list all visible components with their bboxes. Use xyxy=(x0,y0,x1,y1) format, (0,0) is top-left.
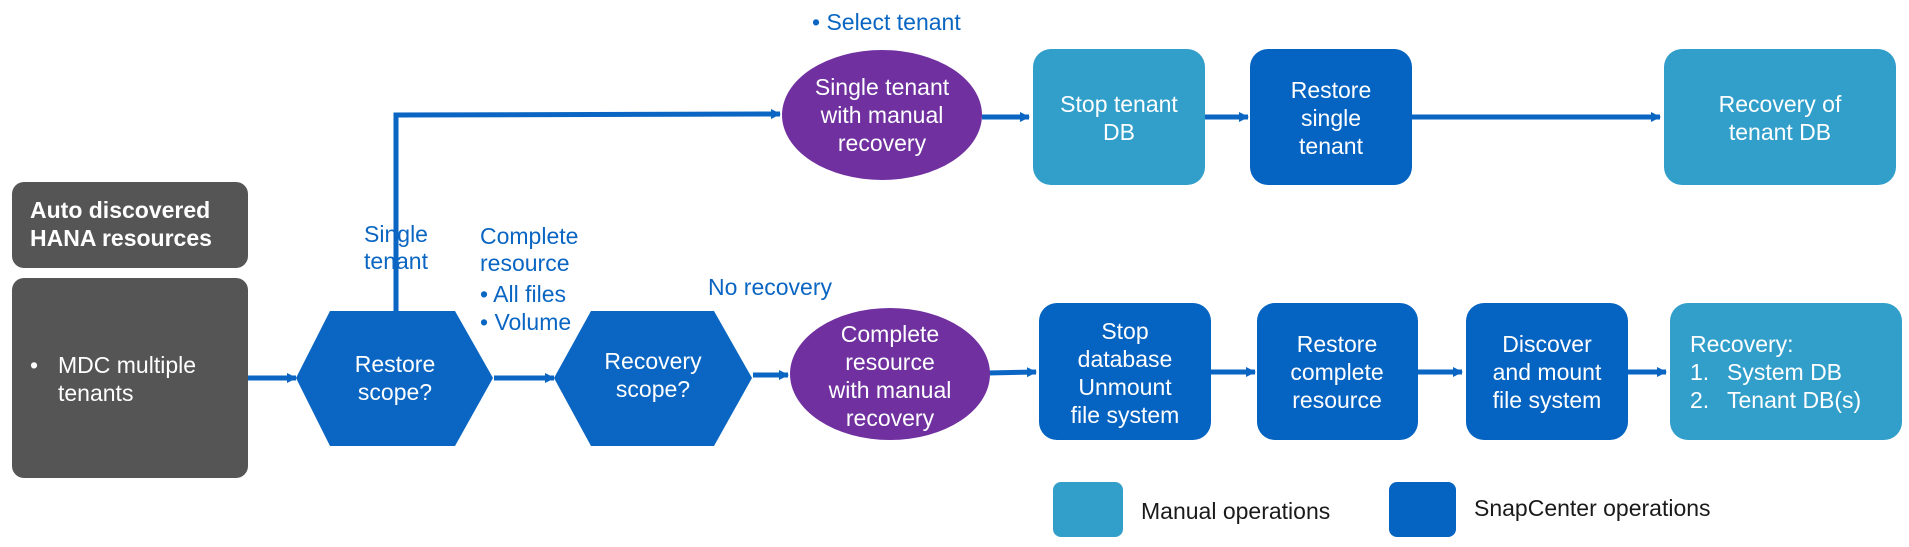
recovery-item-1-text: System DB xyxy=(1727,359,1842,385)
annotation-single-tenant-line-1: Single xyxy=(364,221,428,247)
restore-complete-line-3: resource xyxy=(1292,387,1381,413)
annotation-single-tenant-line-2: tenant xyxy=(364,248,429,274)
legend-manual-label: Manual operations xyxy=(1141,498,1330,524)
connector-restore-scope-to-single-tenant xyxy=(393,109,781,311)
stop-tenant-line-1: Stop tenant xyxy=(1060,91,1178,117)
source-detail-box: • MDC multiple tenants xyxy=(12,278,248,478)
restore-scope-decision: Restore scope? xyxy=(296,311,493,446)
complete-oval-line-2: resource xyxy=(845,349,934,375)
annotation-complete-resource-line-1: Complete xyxy=(480,223,578,249)
discover-and-mount-box: Discover and mount file system xyxy=(1466,303,1628,440)
recovery-scope-decision: Recovery scope? xyxy=(554,311,752,446)
discover-mount-line-1: Discover xyxy=(1502,331,1592,357)
single-tenant-oval-line-1: Single tenant xyxy=(815,74,950,100)
complete-oval-line-4: recovery xyxy=(846,405,935,431)
restore-single-line-1: Restore xyxy=(1291,77,1372,103)
recovery-tenant-line-2: tenant DB xyxy=(1729,119,1831,145)
source-title-line-1: Auto discovered xyxy=(30,197,210,223)
complete-resource-recovery-oval: Complete resource with manual recovery xyxy=(790,308,990,440)
source-body-line-2: tenants xyxy=(58,380,133,406)
recovery-tenant-line-1: Recovery of xyxy=(1719,91,1842,117)
legend-manual-swatch xyxy=(1053,482,1123,537)
stop-tenant-line-2: DB xyxy=(1103,119,1135,145)
recovery-title: Recovery: xyxy=(1690,331,1794,357)
complete-oval-line-3: with manual xyxy=(828,377,952,403)
recovery-system-tenant-box: Recovery: 1. System DB 2. Tenant DB(s) xyxy=(1670,303,1902,440)
legend-snapcenter-swatch xyxy=(1389,482,1456,537)
recovery-scope-line-2: scope? xyxy=(616,376,690,402)
source-title-box: Auto discovered HANA resources xyxy=(12,182,248,268)
recovery-item-2-number: 2. xyxy=(1690,387,1709,413)
source-bullet: • xyxy=(30,352,38,378)
legend-snapcenter-label: SnapCenter operations xyxy=(1474,495,1711,521)
single-tenant-oval-line-3: recovery xyxy=(838,130,927,156)
restore-complete-line-1: Restore xyxy=(1297,331,1378,357)
single-tenant-oval-line-2: with manual xyxy=(820,102,944,128)
connectors xyxy=(246,109,1667,383)
restore-single-line-3: tenant xyxy=(1299,133,1364,159)
annotation-volume: • Volume xyxy=(480,309,571,335)
source-title-line-2: HANA resources xyxy=(30,225,212,251)
recovery-scope-line-1: Recovery xyxy=(604,348,702,374)
source-body-line-1: MDC multiple xyxy=(58,352,196,378)
recovery-item-2-text: Tenant DB(s) xyxy=(1727,387,1861,413)
annotation-all-files: • All files xyxy=(480,281,566,307)
restore-single-tenant-box: Restore single tenant xyxy=(1250,49,1412,185)
annotation-select-tenant: • Select tenant xyxy=(812,9,961,35)
discover-mount-line-3: file system xyxy=(1493,387,1602,413)
stop-tenant-db-box: Stop tenant DB xyxy=(1033,49,1205,185)
stop-database-line-1: Stop xyxy=(1101,318,1148,344)
recovery-of-tenant-db-box: Recovery of tenant DB xyxy=(1664,49,1896,185)
annotation-complete-resource-line-2: resource xyxy=(480,250,569,276)
stop-database-box: Stop database Unmount file system xyxy=(1039,303,1211,440)
stop-database-line-2: database xyxy=(1078,346,1173,372)
restore-scope-line-2: scope? xyxy=(358,379,432,405)
restore-single-line-2: single xyxy=(1301,105,1361,131)
restore-scope-line-1: Restore xyxy=(355,351,436,377)
single-tenant-recovery-oval: Single tenant with manual recovery xyxy=(782,50,982,180)
complete-oval-line-1: Complete xyxy=(841,321,939,347)
restore-complete-resource-box: Restore complete resource xyxy=(1257,303,1418,440)
discover-mount-line-2: and mount xyxy=(1493,359,1602,385)
recovery-item-1-number: 1. xyxy=(1690,359,1709,385)
connector-complete-oval-to-stop-database xyxy=(987,367,1037,378)
legend: Manual operations SnapCenter operations xyxy=(1053,482,1711,537)
annotation-no-recovery: No recovery xyxy=(708,274,832,300)
restore-complete-line-2: complete xyxy=(1290,359,1383,385)
stop-database-line-4: file system xyxy=(1071,402,1180,428)
stop-database-line-3: Unmount xyxy=(1078,374,1172,400)
